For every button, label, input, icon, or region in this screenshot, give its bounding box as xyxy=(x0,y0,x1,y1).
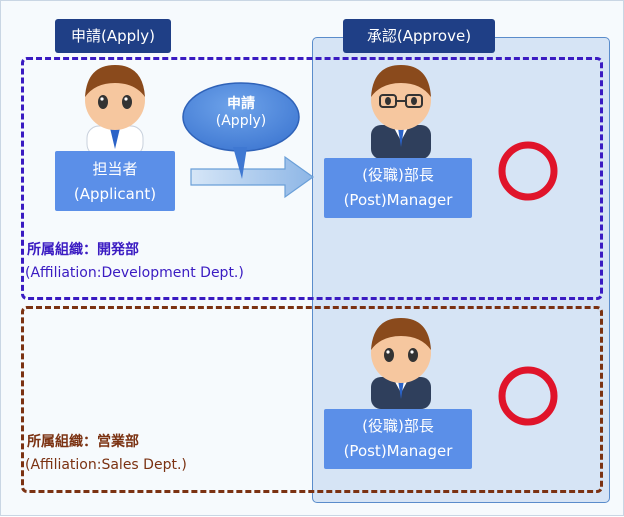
manager-glasses-avatar-icon xyxy=(371,65,431,159)
org-dev-subtitle: (Affiliation:Development Dept.) xyxy=(25,265,244,281)
org-sales-box xyxy=(21,306,603,493)
apply-bubble-line2: (Apply) xyxy=(215,113,267,129)
org-sales-title: 所属組織：営業部 xyxy=(27,434,139,450)
org-dev-title: 所属組織：開発部 xyxy=(27,242,139,258)
org-sales-subtitle: (Affiliation:Sales Dept.) xyxy=(25,457,187,473)
approved-circle-icon xyxy=(498,141,558,201)
applicant-label-en: (Applicant) xyxy=(73,185,157,203)
apply-bubble-label: 申請 (Apply) xyxy=(201,93,281,129)
sales-manager-label-jp: (役職)部長 xyxy=(362,417,434,435)
dev-manager-label-en: (Post)Manager xyxy=(343,191,453,209)
approved-circle-icon xyxy=(498,366,558,426)
org-development-box xyxy=(21,57,603,300)
speech-bubble-icon xyxy=(182,82,300,179)
dev-manager-role-box: (役職)部長 (Post)Manager xyxy=(324,158,472,218)
sales-manager-label-en: (Post)Manager xyxy=(343,442,453,460)
apply-bubble-line1: 申請 xyxy=(227,96,255,112)
approve-header: 承認(Approve) xyxy=(343,19,495,53)
apply-header: 申請(Apply) xyxy=(55,19,171,53)
arrow-right-icon xyxy=(190,155,315,199)
applicant-role-box: 担当者 (Applicant) xyxy=(55,151,175,211)
applicant-label-jp: 担当者 xyxy=(92,160,138,178)
manager-avatar-icon xyxy=(371,318,431,409)
sales-manager-role-box: (役職)部長 (Post)Manager xyxy=(324,409,472,469)
dev-manager-label-jp: (役職)部長 xyxy=(362,166,434,184)
applicant-avatar-icon xyxy=(85,65,145,157)
